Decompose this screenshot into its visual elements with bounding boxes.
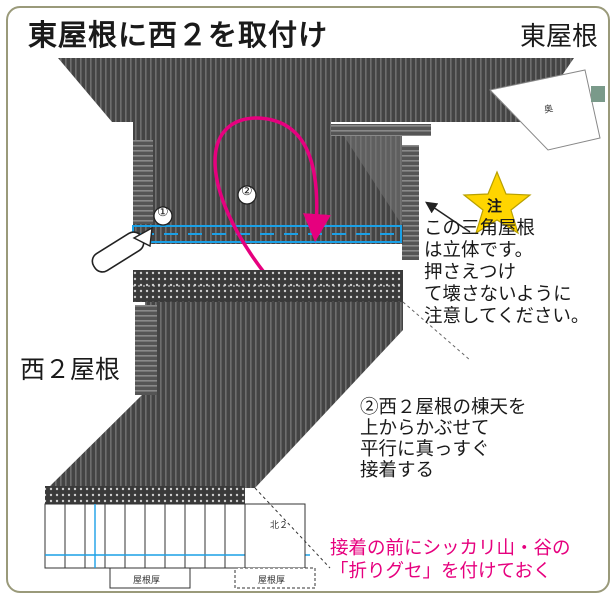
- step2-note: ②西２屋根の棟天を 上からかぶせて 平行に真っすぐ 接着する: [360, 397, 527, 481]
- step2-label: ②: [241, 184, 253, 199]
- pink-arrow: [213, 116, 331, 277]
- triangle-roof-right-edge: [402, 145, 419, 260]
- caution-pointer: [425, 201, 471, 233]
- west2-lower-ridge: [45, 486, 245, 504]
- thickness-right: [234, 567, 316, 589]
- east-roof-side-strip: [133, 140, 153, 225]
- roof-thickness-right-label: 屋根厚: [258, 576, 286, 586]
- triangle-roof-top-edge: [331, 124, 431, 136]
- caution-star-label: 注: [487, 197, 503, 215]
- glue-tube: [91, 226, 153, 273]
- east-roof-right-panel: [489, 69, 601, 151]
- lower-wall-lines: [64, 504, 226, 568]
- step2-marker: [237, 185, 257, 205]
- west2-roof-label: 西２屋根: [20, 355, 121, 384]
- page-title: 東屋根に西２を取付け: [28, 18, 329, 52]
- fold-tip-note: 接着の前にシッカリ山・谷の 「折りグセ」を付けておく: [330, 538, 571, 582]
- step1-marker: [153, 206, 173, 226]
- thickness-left: [109, 567, 191, 589]
- roof-thickness-left-label: 屋根厚: [133, 576, 161, 586]
- grey-square: [591, 86, 605, 102]
- east-roof-label: 東屋根: [520, 22, 599, 52]
- west2-roof: [48, 302, 403, 488]
- step1-label: ①: [157, 205, 169, 220]
- north2-piece: [244, 503, 306, 569]
- east-roof-upper: [58, 58, 574, 122]
- north2-label: 北２: [270, 521, 289, 531]
- caution-note: この三角屋根 は立体です。 押さえつけ て壊さないように 注意してください。: [424, 218, 590, 327]
- triangle-roof-shade: [340, 130, 402, 225]
- west2-side-strip: [135, 305, 157, 395]
- caution-star-icon: [462, 170, 532, 235]
